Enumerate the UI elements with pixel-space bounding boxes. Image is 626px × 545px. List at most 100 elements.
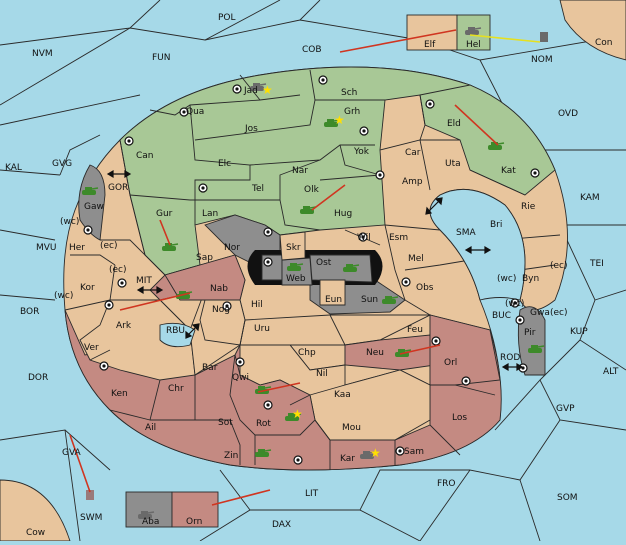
red-move-arrow xyxy=(399,344,441,355)
label-gvg: GVG xyxy=(52,159,72,169)
label-ail: Ail xyxy=(145,423,156,433)
coast-tag: (ec) xyxy=(550,308,568,318)
label-grh: Grh xyxy=(344,107,360,117)
label-obs: Obs xyxy=(416,283,434,293)
coast-tag: (wc) xyxy=(54,291,73,301)
red-move-arrow xyxy=(159,219,171,246)
label-swm: SWM xyxy=(80,513,102,523)
label-sch: Sch xyxy=(341,88,357,98)
label-mvu: MVU xyxy=(36,243,57,253)
label-yok: Yok xyxy=(353,147,370,157)
label-gva: GVA xyxy=(62,448,82,458)
label-kat: Kat xyxy=(501,166,516,176)
province-boundaries xyxy=(64,69,561,470)
label-nab: Nab xyxy=(210,284,228,294)
coast-tag: (ec) xyxy=(100,241,118,251)
double-arrow-icon xyxy=(136,285,164,295)
supply-center-dot xyxy=(179,107,189,117)
province-ost[interactable] xyxy=(309,254,373,283)
sea-sma xyxy=(429,188,526,301)
supply-center-dot xyxy=(263,227,273,237)
supply-centers xyxy=(83,75,540,465)
label-lit: LIT xyxy=(305,489,319,499)
label-bor: BOR xyxy=(20,307,39,317)
green-province-labels: Jad Sch Qua Grh Eld Can Nar Kat Olk Hug … xyxy=(136,86,516,263)
label-elf: Elf xyxy=(424,40,436,50)
supply-center-dot xyxy=(530,168,540,178)
province-eun[interactable] xyxy=(319,279,346,306)
label-bri: Bri xyxy=(490,220,502,230)
province-skr[interactable] xyxy=(279,231,306,261)
supply-center-dot xyxy=(124,136,134,146)
label-nil: Nil xyxy=(316,369,328,379)
label-nog: Nog xyxy=(212,305,230,315)
province-orn[interactable] xyxy=(171,491,219,528)
label-kal: KAL xyxy=(5,163,22,173)
tank-icon xyxy=(324,119,341,127)
tank-icon xyxy=(86,490,94,500)
label-alt: ALT xyxy=(603,367,619,377)
label-lan: Lan xyxy=(202,209,218,219)
coast-tag: (ec) xyxy=(109,265,127,275)
label-web: Web xyxy=(286,274,306,284)
label-jad: Jad xyxy=(243,86,258,96)
label-jos: Jos xyxy=(244,124,258,134)
supply-center-dot xyxy=(401,277,411,287)
label-buc: BUC xyxy=(492,311,511,321)
star-markers: ★ ★ ★ ★ xyxy=(262,83,381,460)
label-feu: Feu xyxy=(407,325,423,335)
double-arrow-icon xyxy=(501,362,524,372)
tank-icon xyxy=(255,449,272,457)
label-tei: TEI xyxy=(589,259,604,269)
supply-center-dot xyxy=(117,278,127,288)
label-qua: Qua xyxy=(186,107,204,117)
tank-icon xyxy=(162,243,179,251)
tank-icon xyxy=(82,187,99,195)
supply-center-dot xyxy=(232,84,242,94)
neutral-province-labels: Jos Yok Car Uta Elc Tel Amp Rie Lan Bri … xyxy=(69,40,550,433)
label-skr: Skr xyxy=(286,243,301,253)
supply-center-dot xyxy=(431,336,441,346)
label-ovd: OVD xyxy=(558,109,578,119)
province-aba[interactable] xyxy=(125,491,173,528)
coast-tags: (wc) (ec) (ec) (wc) (wc) (ec) (wc) (ec) xyxy=(54,217,568,318)
star-marker-icon: ★ xyxy=(334,113,345,127)
label-qwi: Qwi xyxy=(232,373,249,383)
label-hil: Hil xyxy=(251,300,263,310)
supply-center-dot xyxy=(358,232,368,242)
province-pir[interactable] xyxy=(517,306,546,376)
supply-center-dot xyxy=(83,225,93,235)
convoy-arrows xyxy=(106,169,524,372)
supply-center-dot xyxy=(222,301,232,311)
lake-rbu xyxy=(159,322,196,348)
label-ark: Ark xyxy=(116,321,132,331)
double-arrow-icon xyxy=(464,245,492,255)
supply-center-dot xyxy=(104,300,114,310)
label-hug: Hug xyxy=(334,209,352,219)
label-tel: Tel xyxy=(251,184,264,194)
label-kor: Kor xyxy=(80,283,95,293)
label-aba: Aba xyxy=(142,517,159,527)
coast-tag: (ec) xyxy=(550,261,568,271)
province-gaw[interactable] xyxy=(78,164,106,241)
supply-center-dot xyxy=(515,315,525,325)
label-nar: Nar xyxy=(292,166,308,176)
red-province-labels: Nab Neu Orl Ken Chr Qwi Nil Ail Sot Rot … xyxy=(111,284,467,527)
label-eun: Eun xyxy=(325,295,342,305)
supply-center-dot xyxy=(99,361,109,371)
label-hel: Hel xyxy=(466,40,481,50)
label-can: Can xyxy=(136,151,154,161)
tank-icon xyxy=(465,27,482,35)
label-bar: Bar xyxy=(202,363,218,373)
supply-center-dot xyxy=(510,298,520,308)
province-nab[interactable] xyxy=(164,254,246,301)
label-byn: Byn xyxy=(522,274,539,284)
province-orl[interactable] xyxy=(429,314,501,386)
double-arrow-icon xyxy=(185,323,200,339)
tank-icon xyxy=(540,32,548,42)
label-sma: SMA xyxy=(456,228,476,238)
label-ost: Ost xyxy=(316,258,332,268)
label-dor: DOR xyxy=(28,373,48,383)
